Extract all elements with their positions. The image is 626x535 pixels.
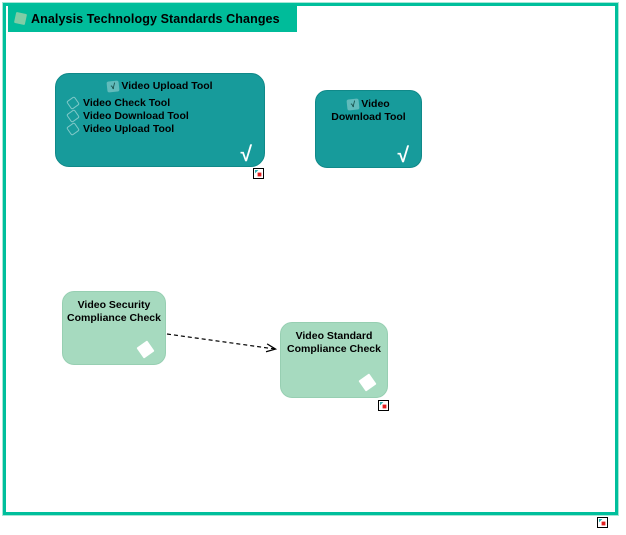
nested-item-video-check-tool[interactable]: Video Check Tool — [66, 95, 264, 110]
node-video-standard-compliance-check[interactable]: Video Standard Compliance Check — [280, 322, 388, 398]
nested-item-label: Video Upload Tool — [83, 122, 175, 135]
node-video-download-tool[interactable]: √ Video Download Tool √ — [315, 90, 422, 168]
node-label-line1: Video — [361, 98, 390, 110]
node-label: Video Upload Tool — [121, 80, 213, 92]
model-reference-icon — [597, 517, 608, 528]
value-stream-check-symbol: √ — [240, 143, 252, 166]
diagram-title: Analysis Technology Standards Changes — [31, 11, 280, 26]
node-video-upload-tool-group[interactable]: √ Video Upload Tool Video Check Tool Vid… — [55, 73, 265, 167]
nested-item-video-upload-tool[interactable]: Video Upload Tool — [66, 121, 264, 136]
item-diamond-icon — [66, 108, 80, 123]
node-header: √ Video Upload Tool — [56, 74, 264, 93]
gap-diamond-icon — [13, 11, 28, 26]
node-label: √ Video Download Tool — [316, 91, 421, 124]
nested-item-video-download-tool[interactable]: Video Download Tool — [66, 108, 264, 123]
deliverable-diamond-icon — [136, 340, 155, 359]
node-label: Video Security Compliance Check — [67, 299, 161, 324]
value-stream-mini-icon: √ — [346, 98, 360, 111]
node-label: Video Standard Compliance Check — [287, 330, 381, 355]
model-reference-icon — [378, 400, 389, 411]
item-diamond-icon — [66, 95, 80, 110]
diagram-title-bar[interactable]: Analysis Technology Standards Changes — [8, 5, 297, 32]
nested-item-label: Video Download Tool — [83, 109, 189, 122]
nested-item-label: Video Check Tool — [83, 96, 171, 109]
view-boundary — [2, 2, 619, 516]
nested-item-list: Video Check Tool Video Download Tool Vid… — [66, 95, 264, 136]
deliverable-diamond-icon — [358, 373, 377, 392]
node-video-security-compliance-check[interactable]: Video Security Compliance Check — [62, 291, 166, 365]
value-stream-check-symbol: √ — [397, 144, 409, 167]
value-stream-mini-icon: √ — [106, 79, 120, 93]
item-diamond-icon — [66, 121, 80, 136]
model-reference-icon — [253, 168, 264, 179]
node-label-line2: Download Tool — [331, 111, 406, 123]
